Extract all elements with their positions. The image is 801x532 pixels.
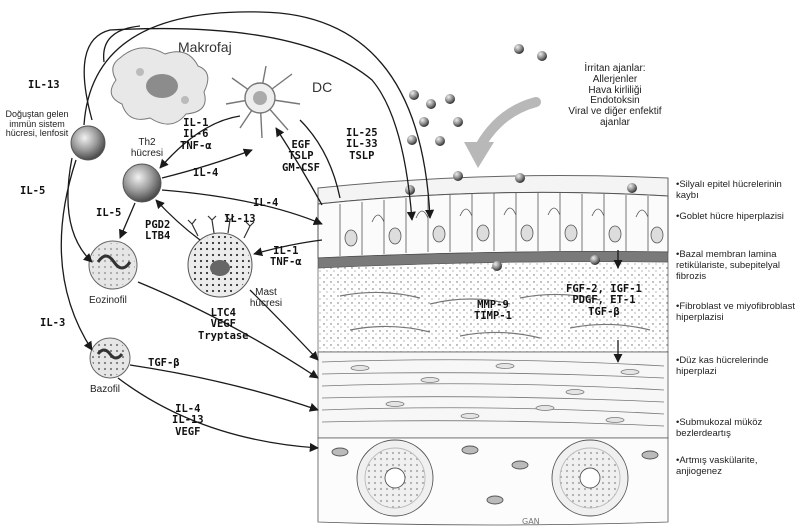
- mast-cell-label: Mast hücresi: [244, 288, 288, 310]
- il5-left-label: IL-5: [20, 186, 45, 197]
- tgf-beta-left-label: TGF-β: [148, 358, 180, 369]
- th2-cell: [123, 164, 161, 202]
- il3-label: IL-3: [40, 318, 65, 329]
- effect-item: •Bazal membran lamina retikülariste, sub…: [676, 250, 800, 283]
- macrophage-label: Makrofaj: [178, 40, 232, 55]
- cytokine-line: LTB4: [145, 231, 170, 242]
- cytokine-line: IL-33: [346, 139, 378, 150]
- il13-top-label: IL-13: [28, 80, 60, 91]
- cytokine-line: VEGF: [172, 427, 204, 438]
- cytokine-line: TIMP-1: [474, 311, 512, 322]
- cytokine-line: IL-13: [172, 415, 204, 426]
- smooth-muscle-layer: [318, 352, 668, 438]
- il5-th2-label: IL-5: [96, 208, 121, 219]
- innate-lymphoid-label: Doğuştan gelen immün sistem hücresi, len…: [2, 110, 72, 139]
- irritant-item: Viral ve diğer enfektif ajanlar: [560, 107, 670, 129]
- cytokine-line: VEGF: [198, 319, 249, 330]
- th2-label: Th2 hücresi: [124, 138, 170, 160]
- irritant-arrow-head: [464, 142, 494, 168]
- il4-th2-epi-label: IL-4: [253, 198, 278, 209]
- pgd2-ltb4-label: PGD2 LTB4: [145, 220, 170, 243]
- il1-tnf-epi-label: IL-1 TNF-α: [270, 246, 302, 269]
- egf-tslp-gmcsf-label: EGF TSLP GM-CSF: [282, 140, 320, 174]
- effect-item: •Fibroblast ve miyofibroblast hiperplazi…: [676, 302, 800, 324]
- growth-factors-label: FGF-2, IGF-1 PDGF, ET-1 TGF-β: [566, 284, 642, 318]
- effect-item: •Artmış vaskülarite, anjiogenez: [676, 456, 800, 478]
- cytokine-line: GM-CSF: [282, 163, 320, 174]
- cytokine-line: TNF-α: [180, 141, 212, 152]
- il13-th2-epi-label: IL-13: [224, 214, 256, 225]
- il1-il6-tnf-label: IL-1 IL-6 TNF-α: [180, 118, 212, 152]
- cytokine-line: IL-6: [180, 129, 212, 140]
- effect-item: •Submukozal müköz bezlerdeartış: [676, 418, 800, 440]
- irritants-block: İrritan ajanlar: Allerjenler Hava kirlil…: [560, 64, 670, 129]
- ltc4-vegf-tryptase-label: LTC4 VEGF Tryptase: [198, 308, 249, 342]
- il4-th2-dc-label: IL-4: [193, 168, 218, 179]
- mast-cell: [188, 216, 254, 297]
- innate-lymphoid-cell: [71, 126, 105, 160]
- eosinophil: [89, 241, 137, 289]
- effect-item: •Silyalı epitel hücrelerinin kaybı: [676, 180, 800, 202]
- irritant-item: Allerjenler: [560, 75, 670, 86]
- eosinophil-label: Eozinofil: [89, 296, 127, 307]
- epithelium-layer: [318, 192, 668, 258]
- basophil: [90, 338, 130, 378]
- cytokine-line: TNF-α: [270, 257, 302, 268]
- cytokine-line: TSLP: [346, 151, 378, 162]
- basophil-label: Bazofil: [90, 385, 120, 396]
- watermark: GAN: [522, 517, 540, 526]
- airway-tissue: [318, 176, 668, 525]
- dendritic-cell-label: DC: [312, 80, 332, 95]
- cytokine-line: PDGF, ET-1: [566, 295, 642, 306]
- dendritic-cell: [226, 66, 300, 138]
- effect-item: •Düz kas hücrelerinde hiperplazi: [676, 356, 800, 378]
- cytokine-line: TGF-β: [566, 307, 642, 318]
- il4-il13-vegf-label: IL-4 IL-13 VEGF: [172, 404, 204, 438]
- macrophage: [111, 48, 208, 124]
- mmp9-timp1-label: MMP-9 TIMP-1: [474, 300, 512, 323]
- effect-item: •Goblet hücre hiperplazisi: [676, 212, 800, 223]
- il25-il33-tslp-label: IL-25 IL-33 TSLP: [346, 128, 378, 162]
- cytokine-line: Tryptase: [198, 331, 249, 342]
- cytokine-line: TSLP: [282, 151, 320, 162]
